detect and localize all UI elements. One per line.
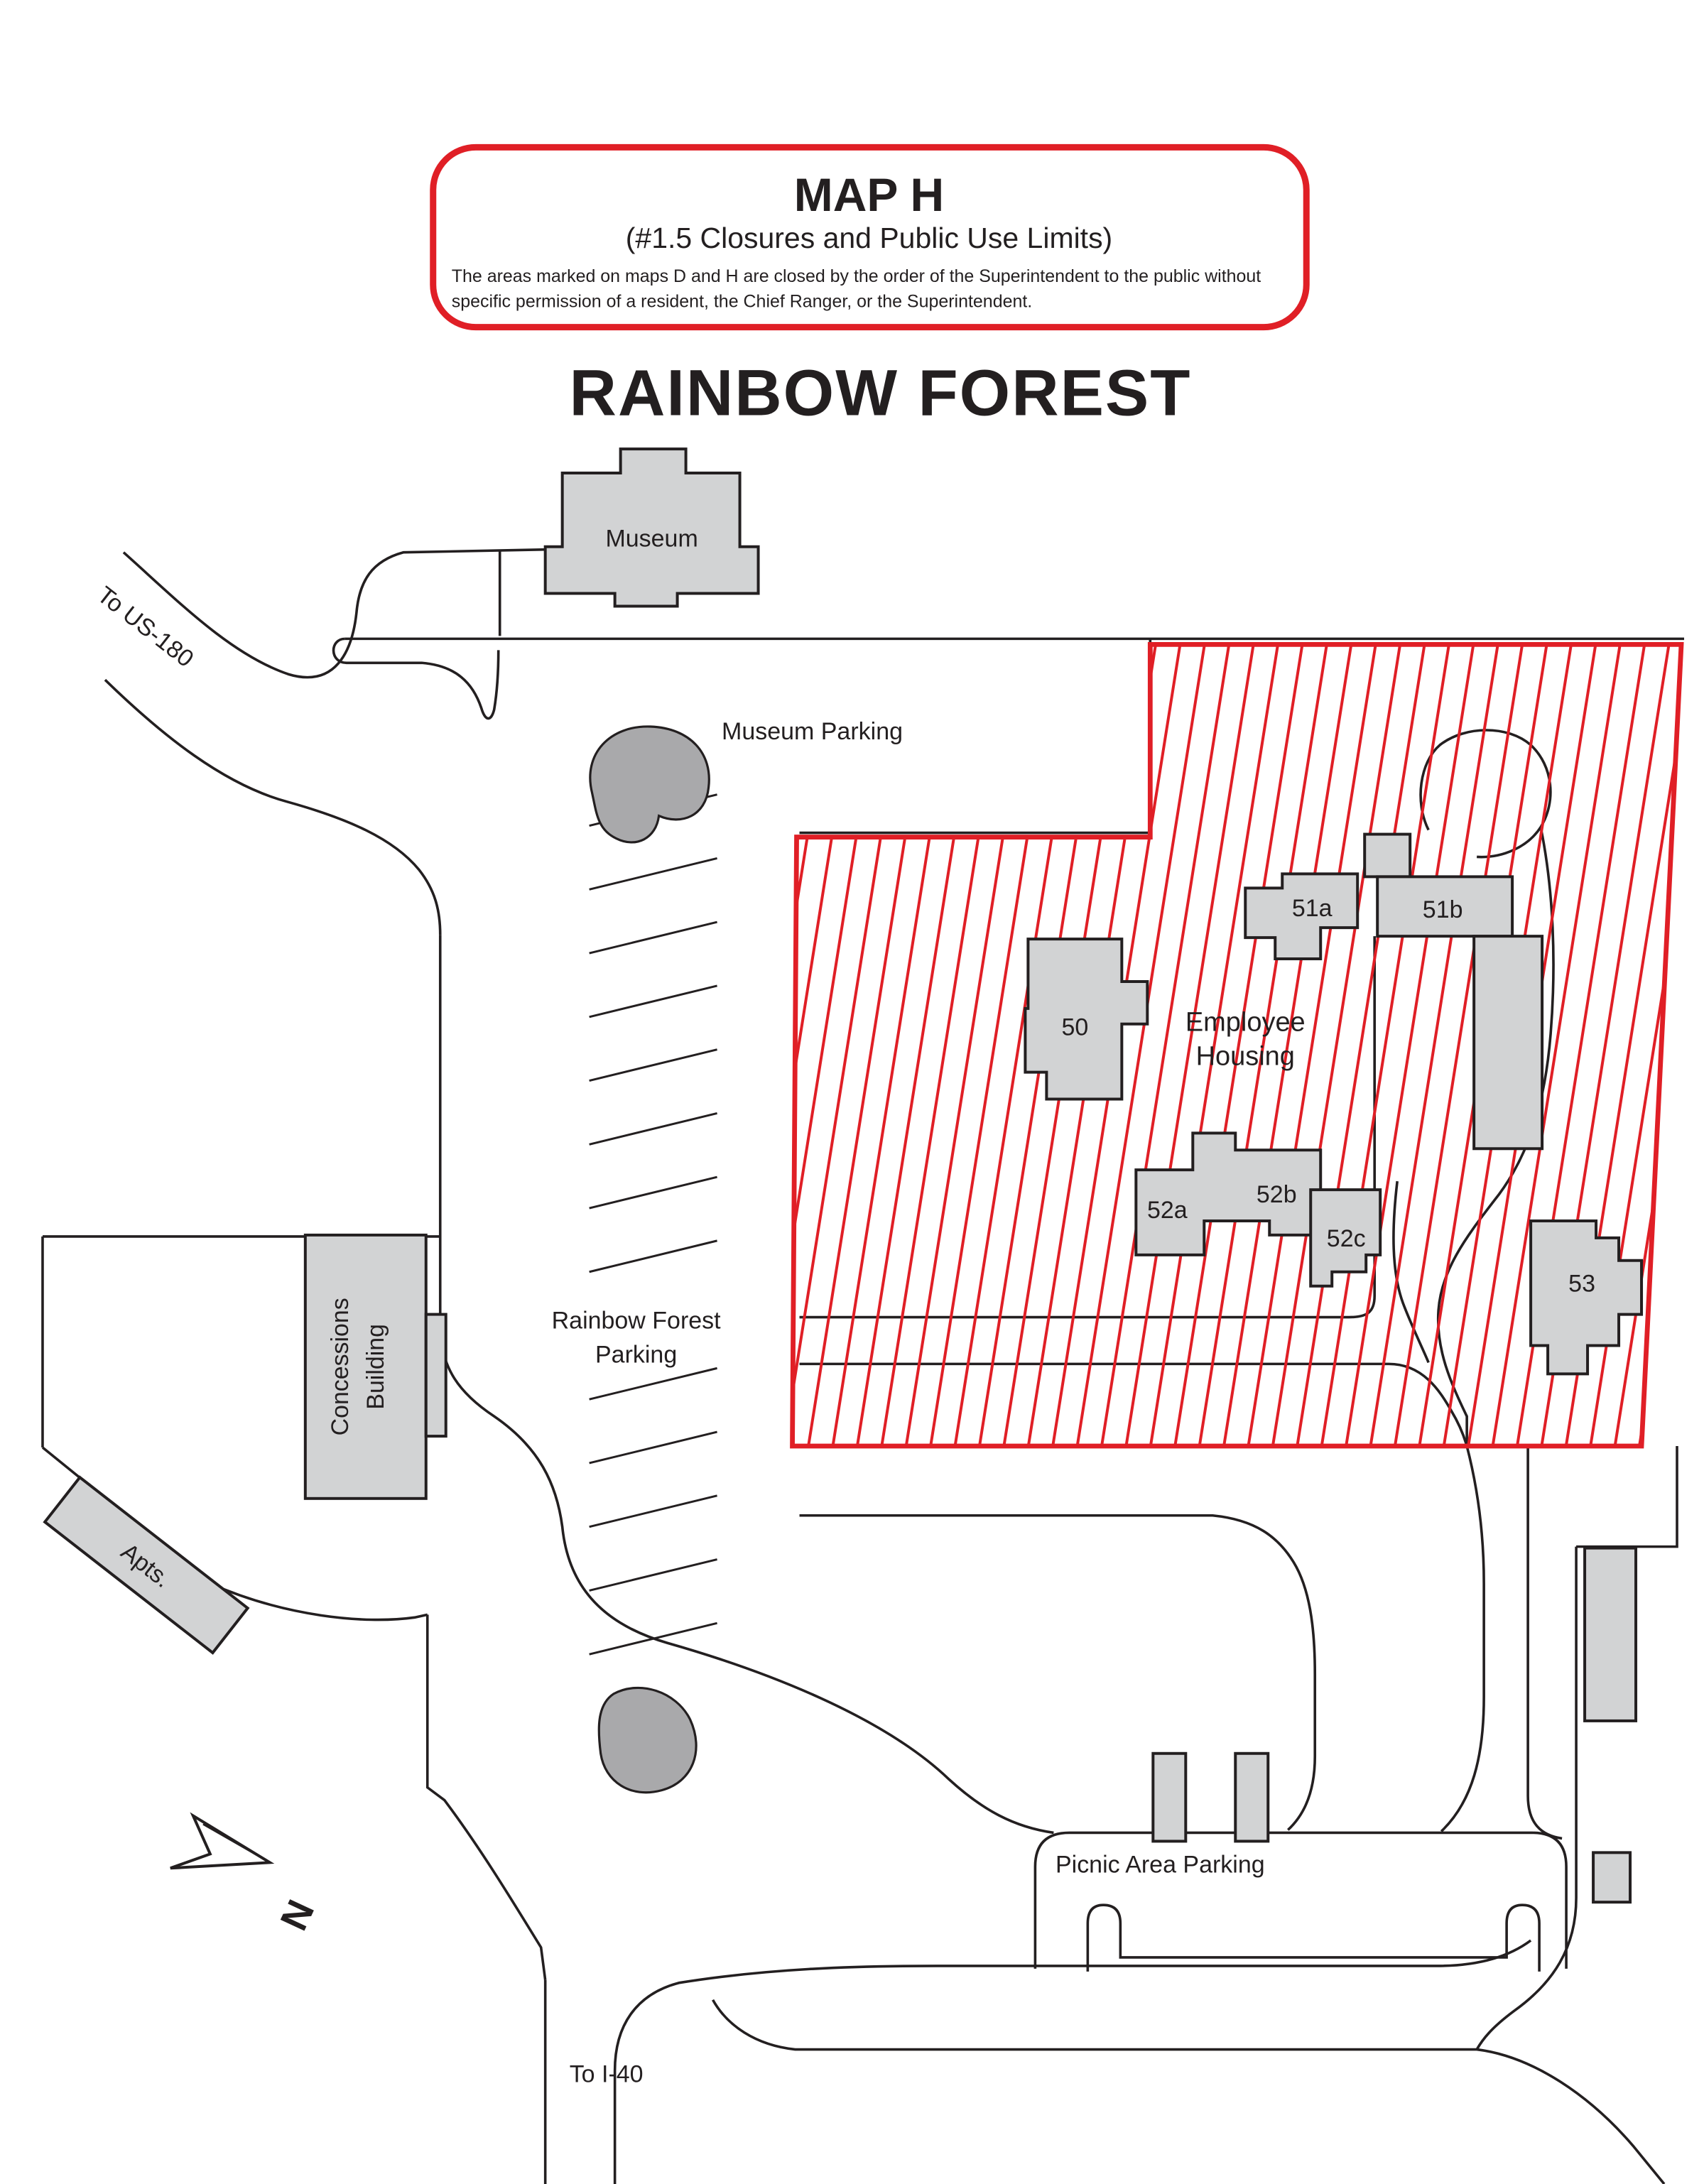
vegetation-blob-north xyxy=(589,725,710,844)
road-south-west-edge xyxy=(425,1614,547,1981)
building-east-long xyxy=(1583,1546,1638,1722)
building-51b-label: 51b xyxy=(1423,896,1463,923)
map-labels: Museum To US-180 Museum Parking Rainbow … xyxy=(92,526,1595,2088)
rainbow-forest-parking-label-line2: Parking xyxy=(595,1341,677,1368)
to-i40-label: To I-40 xyxy=(570,2060,644,2087)
employee-housing-label-line1: Employee xyxy=(1185,1008,1306,1038)
building-53 xyxy=(1529,1219,1644,1376)
road-east-parcel-corner xyxy=(1576,1446,1678,1548)
building-50 xyxy=(1024,938,1149,1101)
road-east-inner-edge xyxy=(1526,1446,1563,1840)
road-central-corridor-west xyxy=(438,935,1054,1835)
north-arrow-icon xyxy=(170,1812,275,1870)
road-nw-upper-edge xyxy=(122,548,546,679)
road-south-outer-edge xyxy=(712,1999,1666,2184)
concessions-label-line1: Concessions xyxy=(327,1298,354,1435)
buildings: Apts. xyxy=(43,447,1644,1904)
concessions-label-line2: Building xyxy=(362,1324,389,1410)
building-52c-label: 52c xyxy=(1327,1225,1366,1252)
road-picnic-approach-west xyxy=(799,1514,1317,1831)
header-title: MAP H xyxy=(794,168,944,221)
closure-area-hatched xyxy=(790,641,1684,1449)
building-52b-label: 52b xyxy=(1257,1181,1297,1208)
employee-housing-label-line2: Housing xyxy=(1196,1042,1295,1072)
road-east-outer-edge xyxy=(1475,1546,1578,2050)
building-51b xyxy=(1376,875,1514,938)
picnic-area-parking-label: Picnic Area Parking xyxy=(1055,1851,1265,1878)
road-picnic-island xyxy=(1086,1903,1541,1972)
road-picnic-lot-outline xyxy=(1033,1831,1568,1969)
building-51a xyxy=(1244,872,1360,961)
vegetation-blob-south xyxy=(597,1687,698,1794)
apartments-building: Apts. xyxy=(43,1475,250,1655)
road-i40-east-edge xyxy=(613,1939,1532,2184)
building-51a-label: 51a xyxy=(1292,895,1333,922)
building-dorm-tall xyxy=(1472,935,1544,1151)
road-parking-hook-island xyxy=(332,637,500,720)
museum-building xyxy=(543,447,760,608)
header-callout: MAP H (#1.5 Closures and Public Use Limi… xyxy=(430,143,1310,331)
north-label: N xyxy=(271,1894,322,1937)
building-51b-wing xyxy=(1363,832,1412,879)
header-note-line1: The areas marked on maps D and H are clo… xyxy=(452,266,1261,286)
road-nw-lower-edge xyxy=(104,678,442,935)
header-red-box xyxy=(430,143,1310,331)
museum-parking-label: Museum Parking xyxy=(722,718,903,745)
to-us180-label: To US-180 xyxy=(92,581,199,673)
picnic-structure-west xyxy=(1151,1751,1188,1843)
road-picnic-approach-east xyxy=(1440,1445,1485,1832)
building-52c xyxy=(1309,1188,1382,1288)
header-subtitle: (#1.5 Closures and Public Use Limits) xyxy=(626,222,1112,254)
rainbow-forest-parking-stripes xyxy=(589,793,717,1656)
building-52a-label: 52a xyxy=(1147,1197,1188,1224)
building-50-label: 50 xyxy=(1061,1014,1088,1041)
map-title: RAINBOW FOREST xyxy=(570,357,1192,429)
building-53-label: 53 xyxy=(1568,1271,1595,1298)
north-arrow: N xyxy=(170,1812,322,1937)
building-east-small xyxy=(1592,1851,1632,1904)
concessions-building xyxy=(303,1233,428,1500)
museum-label: Museum xyxy=(605,526,698,553)
picnic-structure-east xyxy=(1234,1751,1270,1843)
concessions-annex xyxy=(424,1313,447,1438)
rainbow-forest-parking-label-line1: Rainbow Forest xyxy=(552,1308,722,1335)
road-apts-junction xyxy=(210,1582,428,1621)
header-note-line2: specific permission of a resident, the C… xyxy=(452,292,1033,312)
